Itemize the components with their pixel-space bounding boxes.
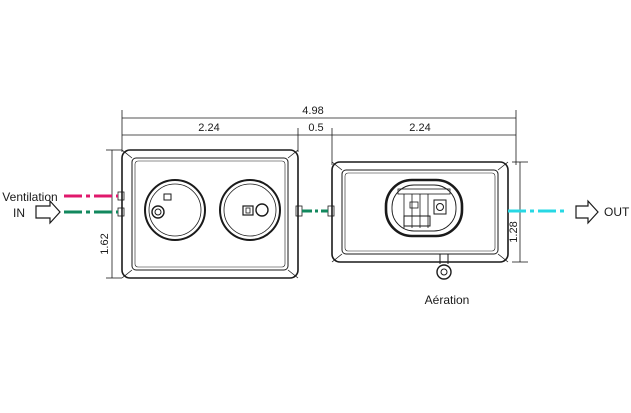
inlet-label-line2: IN	[13, 206, 25, 220]
outlet-label: OUT	[604, 205, 630, 219]
dimension-lines	[106, 110, 528, 279]
dim-right-width: 2.24	[409, 122, 430, 134]
dim-gap: 0.5	[308, 122, 323, 134]
inlet-label-line1: Ventilation	[2, 190, 57, 204]
right-box	[327, 161, 509, 263]
inlet-arrow-icon	[35, 199, 61, 225]
dim-right-height: 1.28	[508, 221, 520, 242]
right-fan-icon	[219, 179, 281, 241]
aeration-unit	[384, 178, 464, 238]
dim-total-width: 4.98	[302, 105, 323, 117]
left-box	[117, 149, 303, 279]
left-fan-icon	[144, 179, 206, 241]
outlet-arrow-icon	[575, 199, 599, 225]
dim-left-width: 2.24	[198, 122, 219, 134]
dim-left-height: 1.62	[99, 233, 111, 254]
aeration-label: Aération	[425, 293, 470, 307]
aeration-port-icon	[436, 254, 452, 280]
